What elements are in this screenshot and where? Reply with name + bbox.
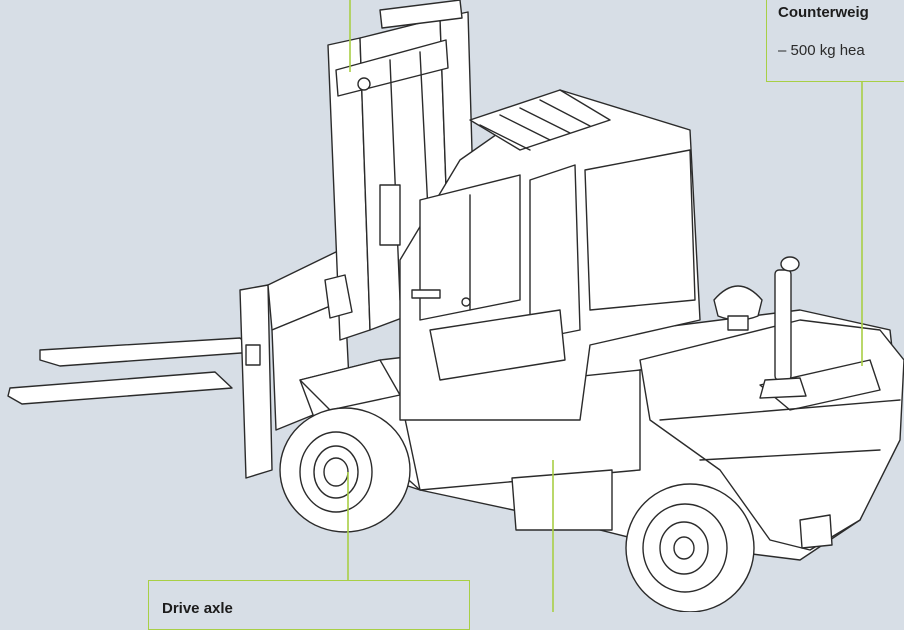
drive-axle-callout-title: Drive axle <box>162 600 233 617</box>
fork-right <box>7 371 233 405</box>
forklift-diagram: Counterweig – 500 kg hea Drive axle <box>7 0 904 630</box>
counterweight-callout-title: Counterweig <box>778 4 869 21</box>
counterweight-callout-subtitle: – 500 kg hea <box>778 42 865 59</box>
air-filter <box>713 285 763 331</box>
rear-wheel <box>625 483 755 613</box>
fork-left <box>39 337 256 367</box>
cab <box>399 89 701 421</box>
counterweight-callout <box>766 0 904 82</box>
forklift-illustration <box>7 0 904 613</box>
counterweight <box>639 319 904 551</box>
exhaust-pipe <box>759 256 807 399</box>
front-wheel <box>279 407 411 533</box>
